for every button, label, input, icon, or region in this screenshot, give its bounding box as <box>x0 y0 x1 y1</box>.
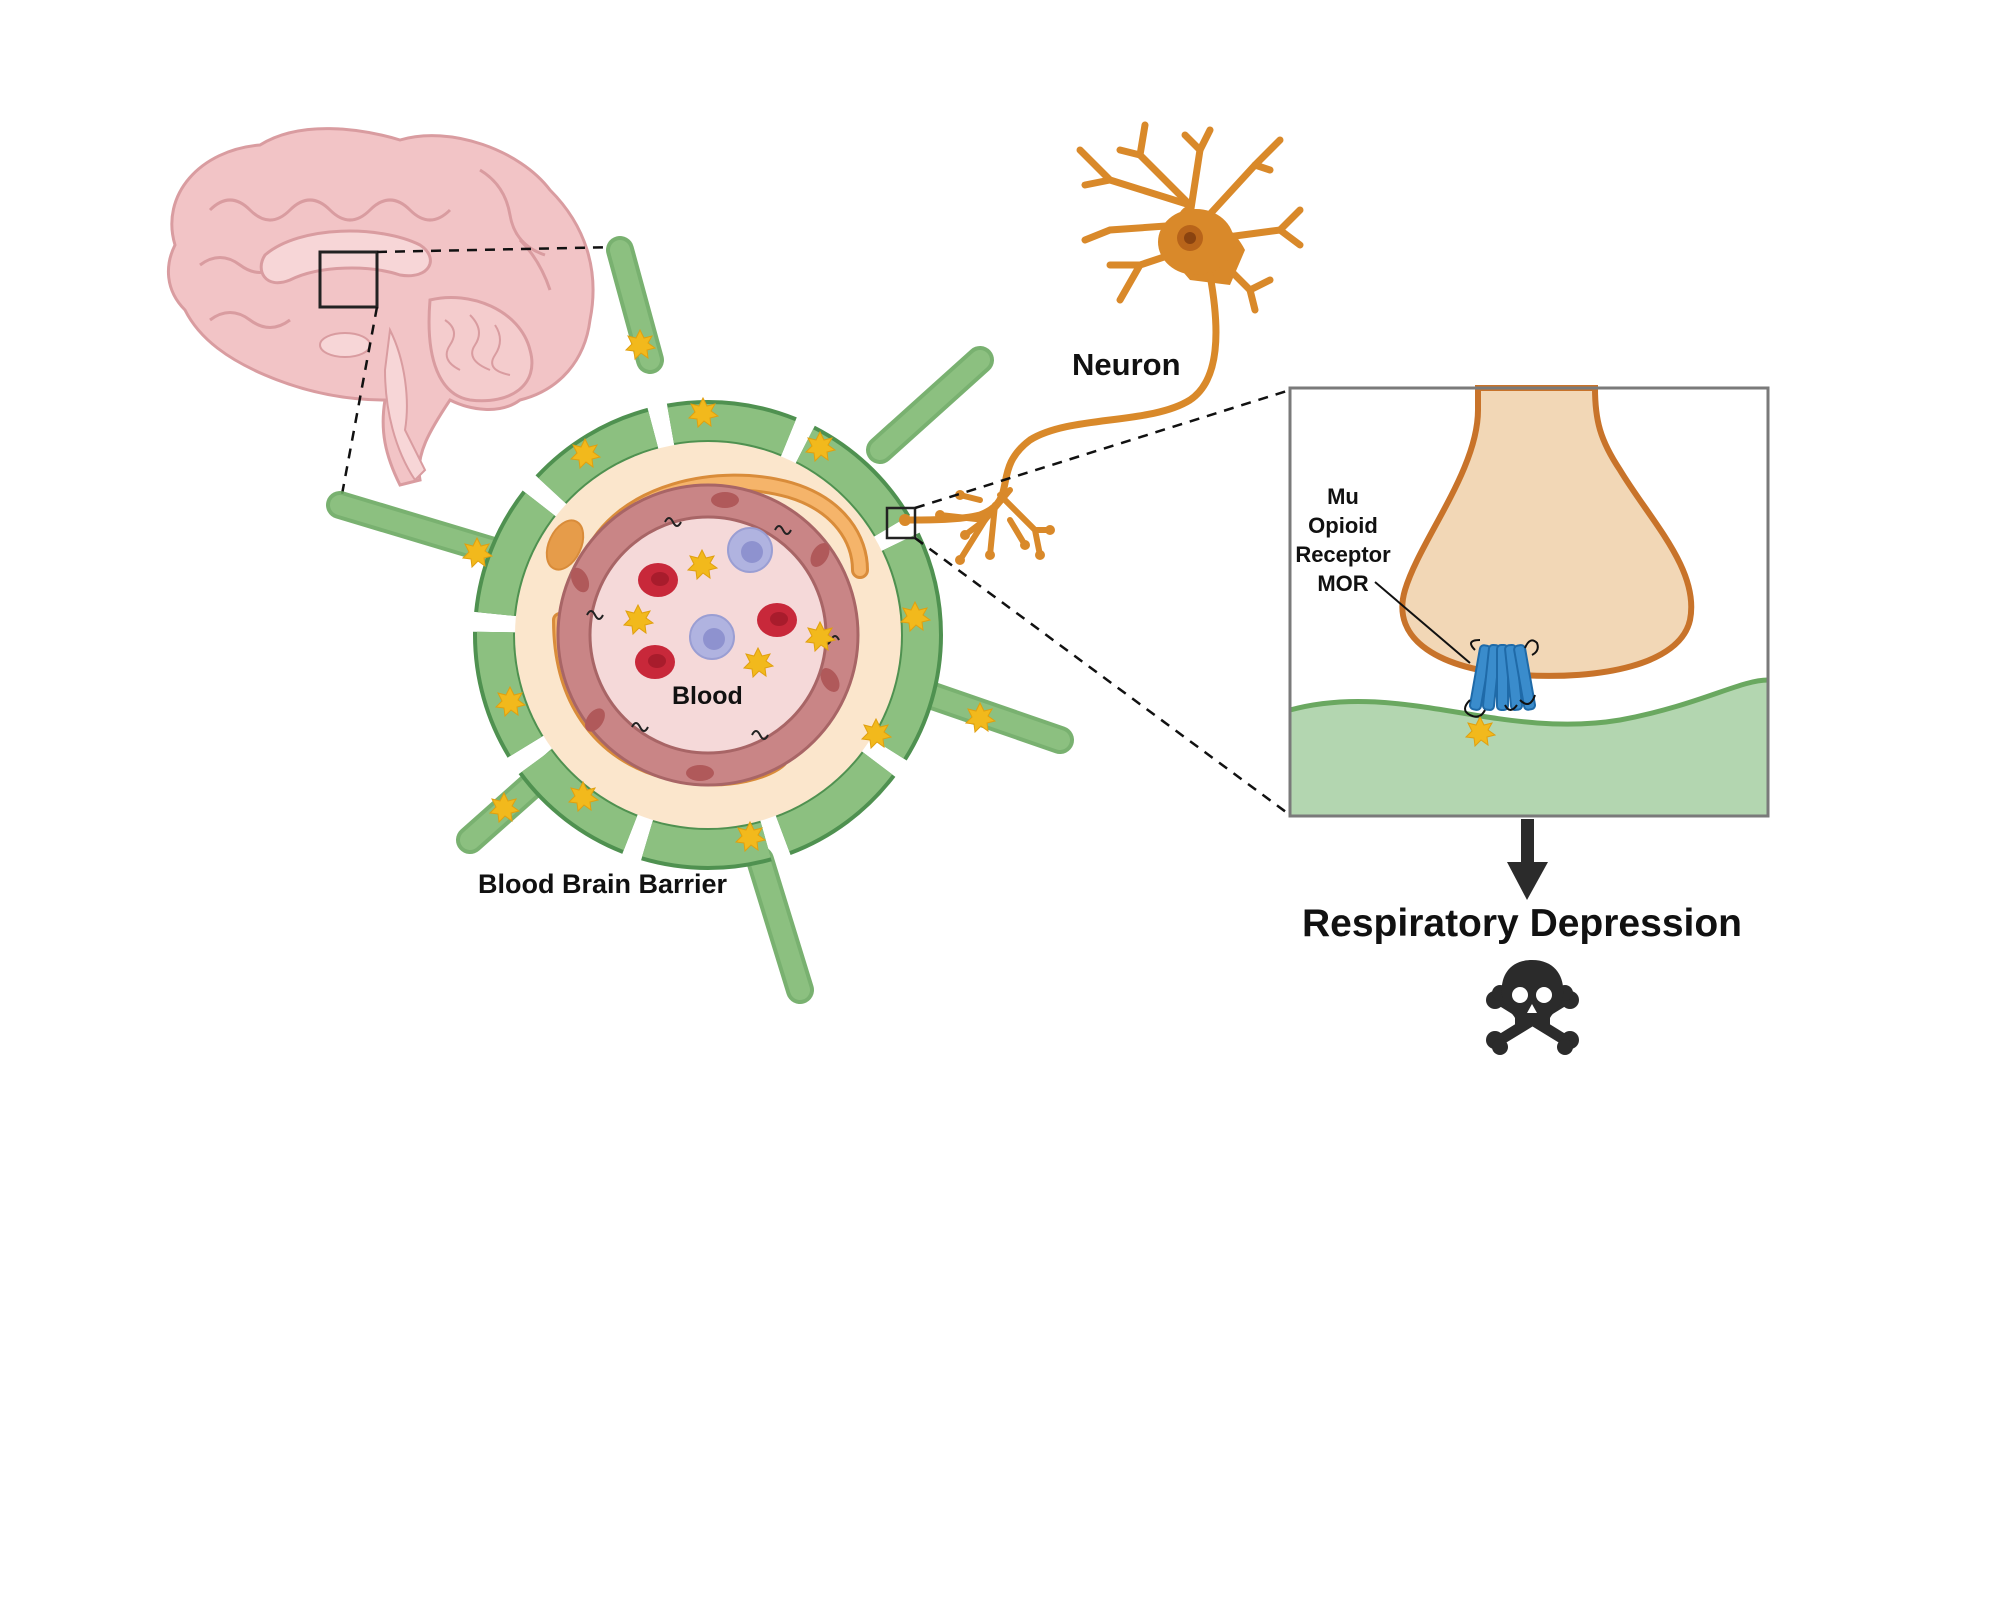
neuron-label: Neuron <box>1072 347 1181 382</box>
red-blood-cell <box>757 603 797 637</box>
blood-brain-barrier-label: Blood Brain Barrier <box>478 869 728 899</box>
mu-opioid-receptor-label: Mu Opioid Receptor MOR <box>1288 482 1398 598</box>
zoom-line-brain-bottom <box>338 306 379 506</box>
gpcr-receptor-icon <box>1464 639 1539 718</box>
arrow-down-icon <box>1507 819 1548 900</box>
red-blood-cell <box>635 645 675 679</box>
red-blood-cell <box>638 563 678 597</box>
brain-sagittal-icon <box>166 127 595 487</box>
zoom-line-synapse-bottom <box>914 536 1291 817</box>
blood-label: Blood <box>672 682 743 710</box>
blood-brain-barrier <box>326 236 1074 1004</box>
zoom-line-synapse-top <box>914 388 1291 510</box>
zoom-line-brain-top <box>376 245 621 254</box>
zoom-box-synapse <box>885 506 917 540</box>
synapse-inset <box>1288 385 1770 818</box>
skull-crossbones-icon <box>1486 960 1579 1055</box>
neuron-icon <box>899 121 1304 565</box>
receptor-label-line2: Opioid <box>1308 513 1378 538</box>
receptor-label-line3: Receptor <box>1295 542 1391 567</box>
white-blood-cell <box>689 614 735 660</box>
receptor-label-line1: Mu <box>1327 484 1359 509</box>
receptor-label-line4: MOR <box>1317 571 1369 596</box>
respiratory-depression-label: Respiratory Depression <box>1302 902 1742 945</box>
white-blood-cell <box>727 527 773 573</box>
